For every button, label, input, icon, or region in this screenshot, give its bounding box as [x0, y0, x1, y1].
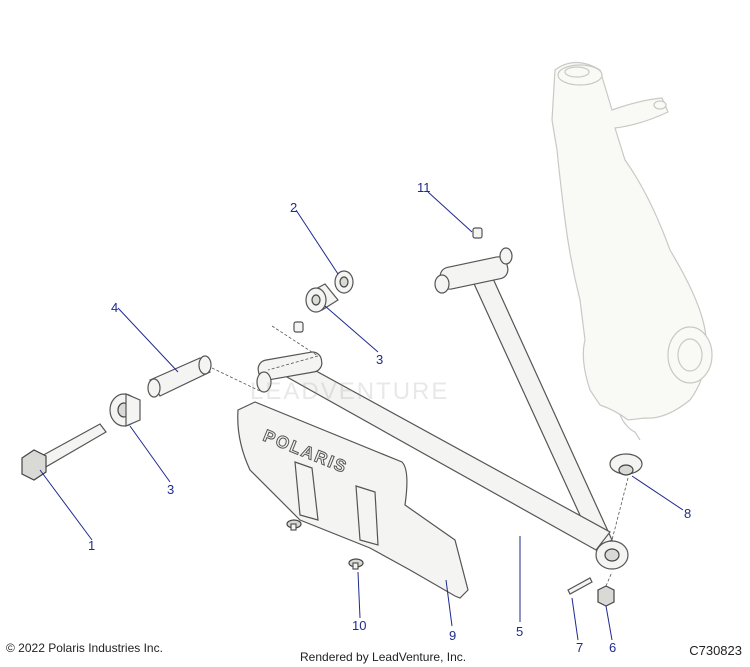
callout-3-upper: 3: [376, 352, 383, 367]
bushing-cap: [334, 270, 354, 294]
callout-2: 2: [290, 200, 297, 215]
cotter-pin: [567, 577, 593, 595]
callout-7: 7: [576, 640, 583, 655]
callout-11: 11: [417, 180, 431, 195]
grease-fitting-lower: [293, 321, 304, 333]
guard-screw-left: [286, 519, 302, 531]
callout-8: 8: [684, 506, 691, 521]
grease-fitting-upper: [472, 227, 483, 239]
ball-joint-boot: [609, 453, 643, 476]
pivot-bolt: [21, 423, 107, 481]
a-arm-rear-leg: [434, 247, 613, 549]
rendered-by-text: Rendered by LeadVenture, Inc.: [300, 650, 467, 664]
assembly-line-balljoint: [605, 477, 629, 587]
bushing-left: [109, 393, 141, 427]
watermark: LEADVENTURE: [250, 378, 450, 405]
callout-1: 1: [88, 538, 95, 553]
a-arm-front-leg: [256, 351, 629, 570]
bushing-upper: [305, 283, 339, 313]
pivot-sleeve: [147, 355, 212, 398]
callout-9: 9: [449, 628, 456, 643]
callout-10: 10: [352, 618, 366, 633]
callout-6: 6: [609, 640, 616, 655]
steering-knuckle: [551, 61, 713, 441]
assembly-line-pivot: [211, 325, 319, 393]
skid-guard: POLARIS: [237, 401, 469, 599]
callout-3-lower: 3: [167, 482, 174, 497]
castle-nut: [597, 585, 615, 607]
callout-4: 4: [111, 300, 118, 315]
leader-lines: [39, 191, 684, 641]
guard-screw-right: [348, 558, 364, 570]
copyright-text: © 2022 Polaris Industries Inc.: [6, 641, 163, 655]
figure-code: C730823: [689, 643, 742, 658]
callout-5: 5: [516, 624, 523, 639]
